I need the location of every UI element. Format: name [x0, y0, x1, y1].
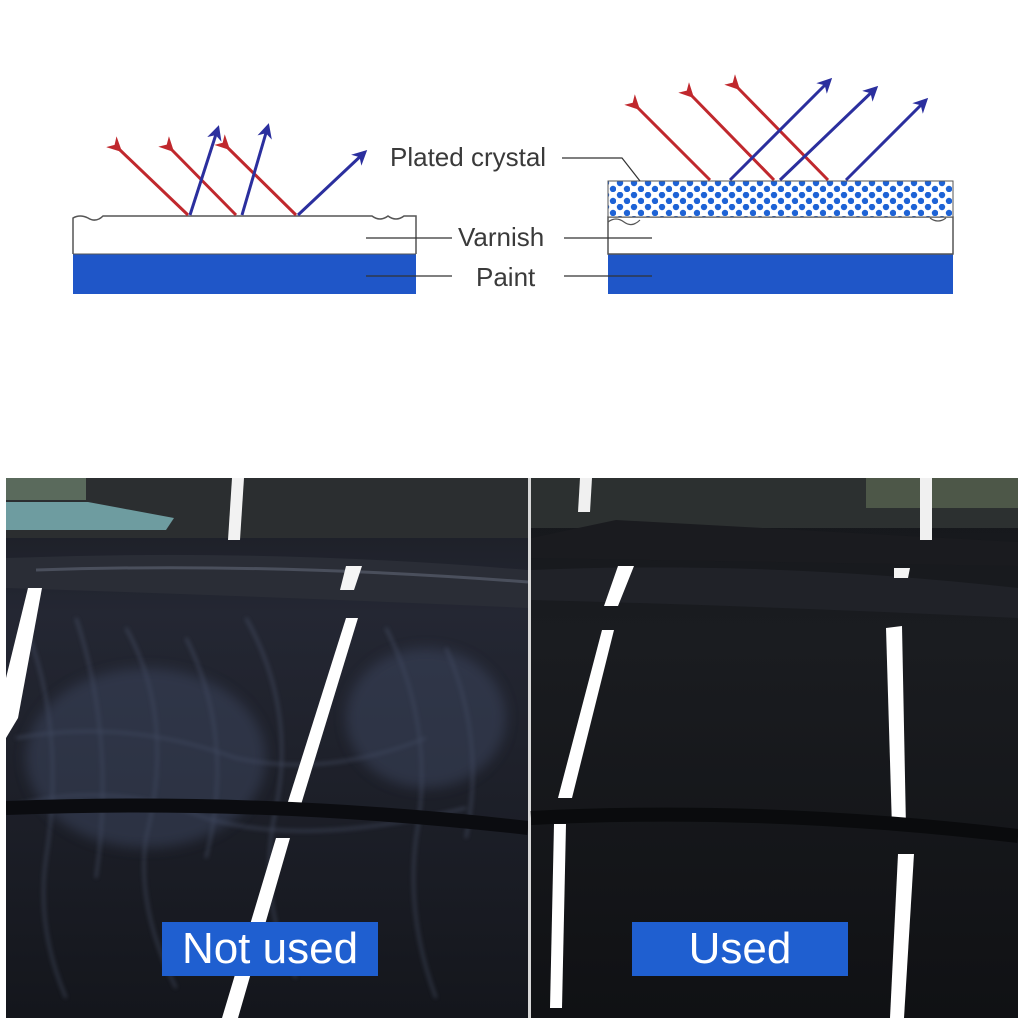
incoming-ray	[724, 74, 830, 182]
photo-used-half	[530, 478, 1018, 1018]
leader-lines	[366, 157, 652, 277]
badge-used: Used	[632, 922, 848, 976]
incoming-ray	[158, 136, 238, 217]
reflection-diagram: Plated crystal Varnish Paint	[72, 74, 954, 294]
left-paint-layer	[73, 254, 416, 294]
right-layer-stack	[607, 180, 954, 294]
reflected-ray	[188, 125, 222, 216]
photo-not-used-half	[6, 478, 529, 1018]
incoming-ray	[214, 134, 298, 217]
incoming-ray	[106, 136, 190, 217]
left-rays	[106, 123, 368, 217]
plated-crystal-layer	[607, 180, 954, 218]
incoming-ray	[678, 82, 776, 182]
label-plated-crystal: Plated crystal	[390, 142, 546, 172]
reflected-ray	[844, 97, 929, 182]
left-varnish-layer	[72, 215, 417, 254]
incoming-ray	[624, 94, 712, 182]
label-varnish: Varnish	[458, 222, 544, 252]
badge-not-used: Not used	[162, 922, 378, 976]
right-rays	[624, 74, 929, 182]
right-paint-layer	[608, 254, 953, 294]
right-varnish-layer	[607, 216, 954, 255]
reflected-ray	[778, 85, 879, 182]
comparison-photo	[6, 478, 1018, 1018]
left-layer-stack	[72, 215, 417, 294]
reflected-ray	[240, 123, 272, 216]
label-paint: Paint	[476, 262, 536, 292]
reflected-ray	[728, 77, 833, 182]
reflected-ray	[296, 149, 368, 217]
